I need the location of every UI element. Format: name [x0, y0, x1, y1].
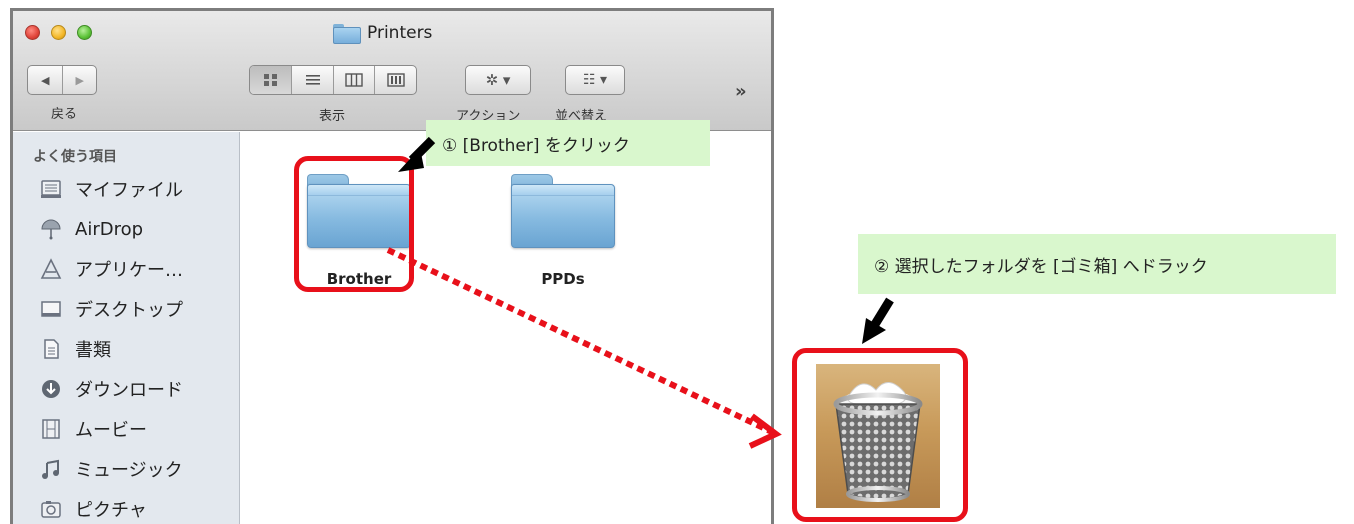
folder-icon [333, 24, 361, 44]
folder-icon [511, 184, 615, 248]
drag-path-arrowhead [748, 413, 782, 449]
brother-folder-highlight [294, 156, 414, 292]
list-view-icon [305, 75, 320, 85]
trash-image[interactable] [816, 364, 940, 508]
sidebar-item-movies[interactable]: ムービー [39, 414, 147, 444]
all-my-files-icon [39, 177, 63, 201]
forward-button[interactable]: ▶ [62, 66, 96, 94]
sidebar-item-label: ミュージック [75, 460, 183, 481]
step2-pointer-arrow [862, 297, 894, 344]
file-browser-pane: Brother PPDs [241, 132, 771, 524]
column-view-button[interactable] [332, 66, 375, 94]
sidebar-item-label: ムービー [75, 420, 147, 441]
trash-highlight [792, 348, 968, 522]
folder-icon [307, 184, 411, 248]
folder-name-ppds[interactable]: PPDs [541, 270, 585, 288]
window-title-text: Printers [367, 23, 433, 43]
sidebar-item-label: デスクトップ [75, 300, 183, 321]
step1-callout: ① [Brother] をクリック [426, 120, 710, 166]
window-title: Printers [333, 22, 432, 44]
sidebar-item-applications[interactable]: アプリケー… [39, 254, 183, 284]
applications-icon [39, 257, 63, 281]
icon-view-button[interactable] [250, 66, 292, 94]
sidebar-item-label: マイファイル [75, 180, 183, 201]
music-icon [39, 457, 63, 481]
back-button[interactable]: ◀ [28, 66, 62, 94]
sidebar-item-all-my-files[interactable]: マイファイル [39, 174, 183, 204]
minimize-window-button[interactable] [51, 25, 66, 40]
back-arrow-icon: ◀ [41, 73, 50, 87]
folder-ppds[interactable] [511, 174, 615, 248]
folder-brother[interactable] [307, 174, 411, 248]
back-label: 戻る [51, 107, 78, 122]
toolbar-overflow-button[interactable]: » [735, 81, 747, 102]
sidebar-item-desktop[interactable]: デスクトップ [39, 294, 183, 324]
titlebar: Printers ◀ ▶ 戻る 表示 [13, 11, 771, 131]
back-forward-control: ◀ ▶ [27, 65, 97, 95]
folder-name-brother[interactable]: Brother [326, 270, 392, 288]
sidebar-item-airdrop[interactable]: AirDrop [39, 214, 143, 244]
sidebar-section-header: よく使う項目 [33, 149, 117, 165]
sidebar-item-label: アプリケー… [75, 260, 183, 281]
gear-icon: ✲ ▾ [485, 71, 511, 89]
sidebar-item-documents[interactable]: 書類 [39, 334, 111, 364]
pictures-icon [39, 497, 63, 521]
icon-view-icon [263, 74, 277, 86]
coverflow-view-icon [387, 73, 405, 87]
zoom-window-button[interactable] [77, 25, 92, 40]
airdrop-icon [39, 217, 63, 241]
list-view-button[interactable] [291, 66, 333, 94]
forward-arrow-icon: ▶ [75, 73, 84, 87]
sidebar-item-label: 書類 [75, 340, 111, 361]
view-control [249, 65, 417, 95]
sidebar-item-label: ダウンロード [75, 380, 183, 401]
downloads-icon [39, 377, 63, 401]
step2-callout: ② 選択したフォルダを [ゴミ箱] へドラック [858, 234, 1336, 294]
coverflow-view-button[interactable] [374, 66, 416, 94]
close-window-button[interactable] [25, 25, 40, 40]
trash-icon [833, 382, 923, 502]
arrange-button[interactable]: ☷ ▾ [565, 65, 625, 95]
sidebar-item-pictures[interactable]: ピクチャ [39, 494, 147, 524]
drag-path-line [386, 247, 774, 435]
view-label: 表示 [319, 109, 346, 124]
documents-icon [39, 337, 63, 361]
sidebar-item-label: AirDrop [75, 218, 144, 240]
sidebar-item-music[interactable]: ミュージック [39, 454, 183, 484]
sidebar-item-downloads[interactable]: ダウンロード [39, 374, 183, 404]
step1-pointer-arrow [398, 136, 436, 172]
finder-window: Printers ◀ ▶ 戻る 表示 [10, 8, 774, 524]
desktop-icon [39, 297, 63, 321]
sidebar: よく使う項目 マイファイル AirDrop アプリケー… デスクトップ [13, 132, 240, 524]
sidebar-item-label: ピクチャ [75, 500, 147, 521]
movies-icon [39, 417, 63, 441]
action-button[interactable]: ✲ ▾ [465, 65, 531, 95]
column-view-icon [345, 73, 363, 87]
arrange-icon: ☷ ▾ [582, 72, 608, 88]
